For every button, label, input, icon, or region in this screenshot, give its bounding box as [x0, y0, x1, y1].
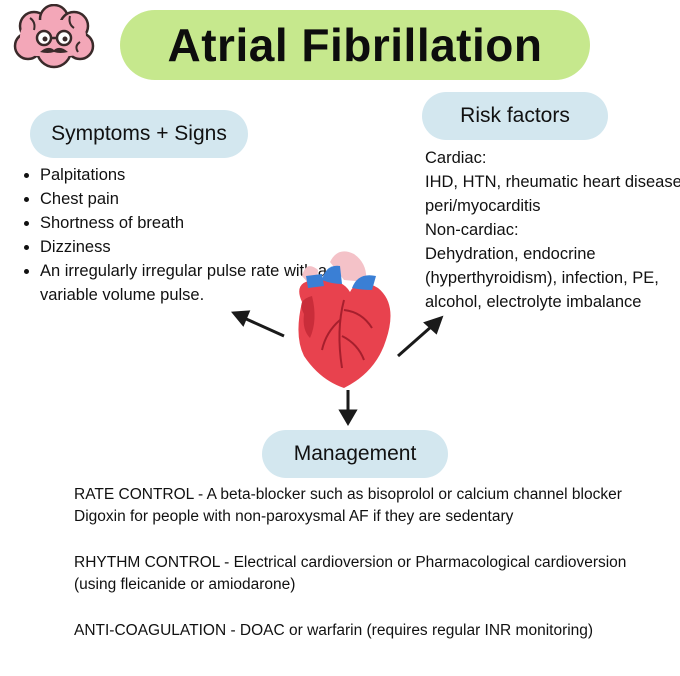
risk-line: Cardiac: [425, 149, 487, 167]
risk-line: peri/myocarditis [425, 197, 541, 215]
heart-diagram [231, 251, 444, 426]
risk-line: alcohol, electrolyte imbalance [425, 293, 642, 311]
risk-line: (hyperthyroidism), infection, PE, [425, 269, 659, 287]
symptom-item: Chest pain [40, 187, 340, 211]
risk-line: Non-cardiac: [425, 221, 519, 239]
management-heading: Management [262, 430, 448, 478]
rhythm-control-text: RHYTHM CONTROL - Electrical cardioversio… [74, 554, 627, 593]
symptoms-list: Palpitations Chest pain Shortness of bre… [18, 163, 340, 307]
arrow-icon [231, 310, 444, 426]
symptom-item: An irregularly irregular pulse rate with… [40, 259, 340, 307]
heart-icon [298, 251, 391, 388]
symptom-item: Dizziness [40, 235, 340, 259]
symptom-item: Palpitations [40, 163, 340, 187]
symptom-item: Shortness of breath [40, 211, 340, 235]
risk-line: IHD, HTN, rheumatic heart disease, [425, 173, 680, 191]
page-title: Atrial Fibrillation [167, 19, 543, 71]
risk-line: Dehydration, endocrine [425, 245, 596, 263]
risk-factors-heading: Risk factors [422, 92, 608, 140]
symptoms-heading: Symptoms + Signs [30, 110, 248, 158]
management-text: RATE CONTROL - A beta-blocker such as bi… [74, 484, 664, 642]
digoxin-text: Digoxin for people with non-paroxysmal A… [74, 508, 514, 525]
brain-mascot-icon [13, 4, 95, 69]
risk-factors-text: Cardiac: IHD, HTN, rheumatic heart disea… [425, 146, 680, 314]
rate-control-text: RATE CONTROL - A beta-blocker such as bi… [74, 486, 622, 503]
anticoagulation-text: ANTI-COAGULATION - DOAC or warfarin (req… [74, 622, 594, 639]
title-banner: Atrial Fibrillation [120, 10, 590, 80]
